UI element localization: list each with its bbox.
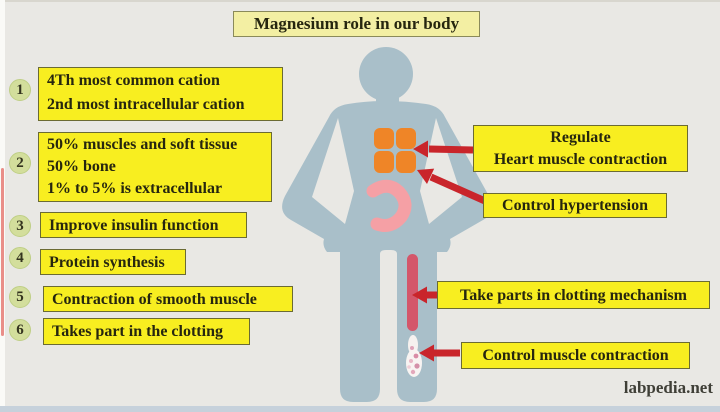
number-badge-3: 3: [9, 215, 31, 237]
right-arm-gap: [420, 118, 462, 224]
number-badge-5: 5: [9, 286, 31, 308]
head: [359, 47, 413, 101]
callout-heart: Regulate Heart muscle contraction: [473, 125, 688, 172]
number-badge-4: 4: [9, 247, 31, 269]
fact-line: 50% bone: [47, 158, 116, 175]
fact-box-3: Improve insulin function: [40, 212, 247, 238]
left-arm-gap: [312, 118, 354, 224]
number-badge-1: 1: [9, 79, 31, 101]
fact-box-5: Contraction of smooth muscle: [43, 286, 293, 312]
fact-box-6: Takes part in the clotting: [43, 318, 250, 345]
clot-icon: [406, 335, 422, 377]
callout-clotting: Take parts in clotting mechanism: [437, 281, 710, 309]
heart-icon: [374, 128, 416, 173]
blood-vessel-icon: [407, 254, 418, 331]
arrow-clotting-icon: [412, 286, 437, 304]
callout-line: Regulate: [550, 129, 611, 146]
arrow-hypertension-icon: [417, 168, 487, 205]
number-badge-2: 2: [9, 152, 31, 174]
callout-line: Control muscle contraction: [482, 347, 669, 364]
left-edge-red-artifact: [1, 168, 4, 336]
arrows: [412, 140, 487, 362]
fact-line: 1% to 5% is extracellular: [47, 180, 223, 197]
arrow-heart-icon: [413, 140, 474, 158]
diagram-title: Magnesium role in our body: [233, 11, 480, 37]
stomach-icon: [366, 179, 412, 232]
fact-line: Takes part in the clotting: [52, 323, 223, 340]
fact-line: 50% muscles and soft tissue: [47, 136, 238, 153]
top-edge-artifact: [0, 0, 720, 2]
fact-box-4: Protein synthesis: [40, 249, 186, 275]
fact-box-2: 50% muscles and soft tissue 50% bone 1% …: [38, 132, 272, 202]
callout-line: Heart muscle contraction: [493, 151, 668, 168]
number-badge-6: 6: [9, 319, 31, 341]
fact-line: Protein synthesis: [49, 254, 165, 271]
fact-line: Improve insulin function: [49, 217, 219, 234]
callout-hypertension: Control hypertension: [483, 193, 667, 218]
fact-line: 2nd most intracellular cation: [47, 96, 245, 113]
fact-line: Contraction of smooth muscle: [52, 291, 257, 308]
callout-muscle: Control muscle contraction: [461, 342, 690, 369]
body-silhouette: [282, 47, 492, 402]
site-watermark: labpedia.net: [623, 378, 713, 397]
arrow-muscle-icon: [419, 344, 460, 362]
bottom-edge-artifact: [0, 406, 720, 412]
fact-box-1: 4Th most common cation 2nd most intracel…: [38, 67, 283, 121]
callout-line: Take parts in clotting mechanism: [460, 287, 687, 304]
callout-line: Control hypertension: [502, 197, 648, 214]
fact-line: 4Th most common cation: [47, 72, 220, 89]
